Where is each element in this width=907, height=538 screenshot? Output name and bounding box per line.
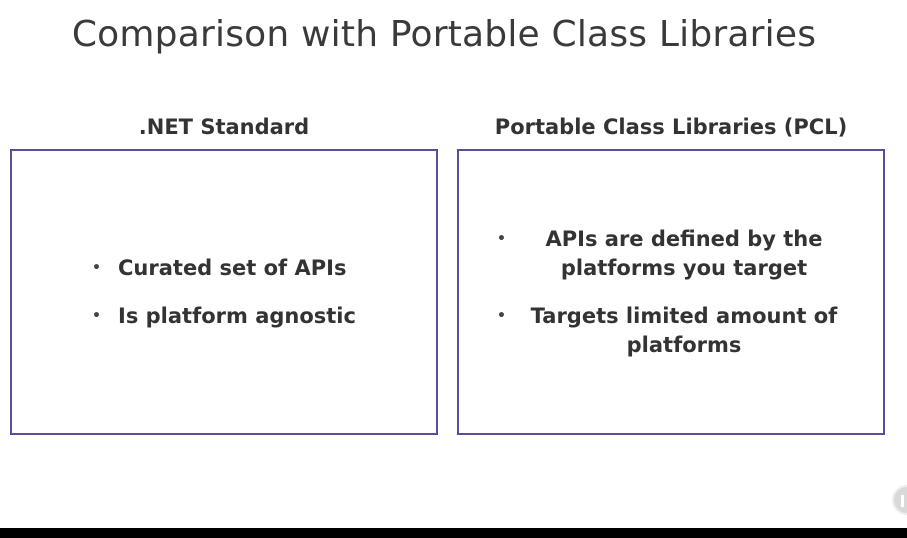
bullet-dot: • xyxy=(92,307,101,324)
bullet-text: Targets limited amount of platforms xyxy=(530,303,838,357)
slide-title: Comparison with Portable Class Libraries xyxy=(71,14,817,55)
bullet-text: Curated set of APIs xyxy=(118,255,347,280)
player-bottom-bar xyxy=(0,528,907,538)
bullet-text: APIs are defined by the platforms you ta… xyxy=(545,226,823,280)
pcl-bullet-list: • APIs are defined by the platforms you … xyxy=(497,225,845,360)
pause-icon xyxy=(901,495,904,507)
bullet-dot: • xyxy=(92,259,101,276)
bullet-text: Is platform agnostic xyxy=(118,303,356,328)
bullet-dot: • xyxy=(497,307,506,324)
bullet-item: • Is platform agnostic xyxy=(92,302,356,331)
pause-button[interactable] xyxy=(892,485,907,515)
bullet-item: • Curated set of APIs xyxy=(92,254,356,283)
bullet-item: • Targets limited amount of platforms xyxy=(497,302,845,360)
net-standard-heading: .NET Standard xyxy=(138,115,310,139)
pcl-heading: Portable Class Libraries (PCL) xyxy=(494,115,848,139)
bullet-dot: • xyxy=(497,230,506,247)
pcl-box: • APIs are defined by the platforms you … xyxy=(457,149,885,435)
bullet-item: • APIs are defined by the platforms you … xyxy=(497,225,845,283)
net-standard-bullet-list: • Curated set of APIs • Is platform agno… xyxy=(92,254,356,331)
net-standard-box: • Curated set of APIs • Is platform agno… xyxy=(10,149,438,435)
